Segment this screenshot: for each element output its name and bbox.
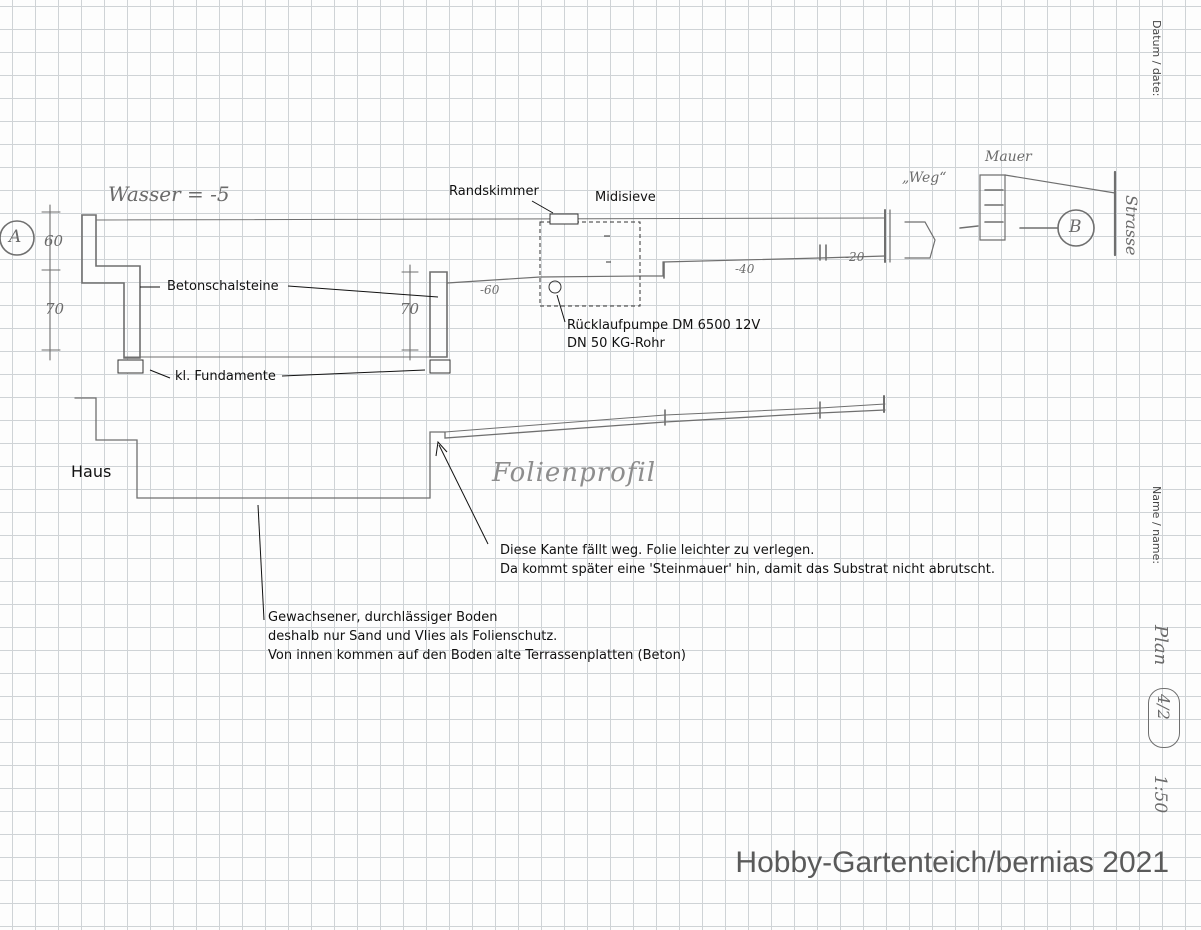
fundamente-label: kl. Fundamente (175, 369, 276, 384)
dim-70-left-label: 70 (45, 300, 65, 318)
point-a-letter: A (9, 227, 22, 247)
pipe-label: DN 50 KG-Rohr (567, 336, 665, 351)
foundation-left (117, 359, 144, 374)
kante-note-line: Da kommt später eine 'Steinmauer' hin, d… (500, 562, 996, 577)
dim-70-right-label: 70 (400, 300, 420, 318)
foundation-right (429, 359, 451, 374)
boden-note-line: Gewachsener, durchlässiger Boden (268, 610, 498, 625)
plan-title: Plan (1150, 625, 1171, 666)
point-b-marker (1057, 209, 1095, 247)
water-level-note: Wasser = -5 (108, 182, 230, 206)
level-minus-20: -20 (845, 250, 865, 264)
point-a-marker (0, 220, 35, 256)
weg-label: „Weg“ (902, 170, 947, 186)
scale-label: 1:50 (1150, 775, 1170, 814)
randskimmer-box (549, 213, 579, 225)
kante-note-line: Diese Kante fällt weg. Folie leichter zu… (500, 543, 815, 558)
right-wall-section (429, 271, 448, 358)
plan-number-badge (1148, 688, 1180, 748)
name-field-label: Name / name: (1150, 486, 1163, 565)
boden-note-line: Von innen kommen auf den Boden alte Terr… (268, 648, 686, 663)
pump-label: Rücklaufpumpe DM 6500 12V (567, 318, 761, 333)
kante-note: Diese Kante fällt weg. Folie leichter zu… (500, 541, 995, 579)
plan-number: 4/2 (1154, 694, 1173, 720)
haus-label: Haus (71, 462, 112, 481)
strasse-label: Strasse (1122, 195, 1141, 256)
left-wall-section (81, 214, 141, 359)
point-b-letter: B (1069, 217, 1082, 237)
boden-note-line: deshalb nur Sand und Vlies als Foliensch… (268, 629, 558, 644)
boden-note: Gewachsener, durchlässiger Boden deshalb… (268, 608, 686, 665)
mauer-label: Mauer (985, 149, 1032, 165)
pump-symbol (548, 280, 562, 294)
folienprofil-label: Folienprofil (492, 458, 657, 488)
midisieve-label: Midisieve (595, 190, 656, 205)
level-minus-40: -40 (735, 262, 755, 276)
level-minus-60: -60 (480, 283, 500, 297)
liner-profile (74, 397, 886, 499)
date-field-label: Datum / date: (1150, 20, 1163, 97)
betonschalsteine-label: Betonschalsteine (167, 279, 279, 294)
midisieve-box (539, 221, 641, 307)
randskimmer-label: Randskimmer (449, 184, 539, 199)
watermark: Hobby-Gartenteich/bernias 2021 (735, 846, 1169, 879)
dim-60-label: 60 (44, 232, 64, 250)
